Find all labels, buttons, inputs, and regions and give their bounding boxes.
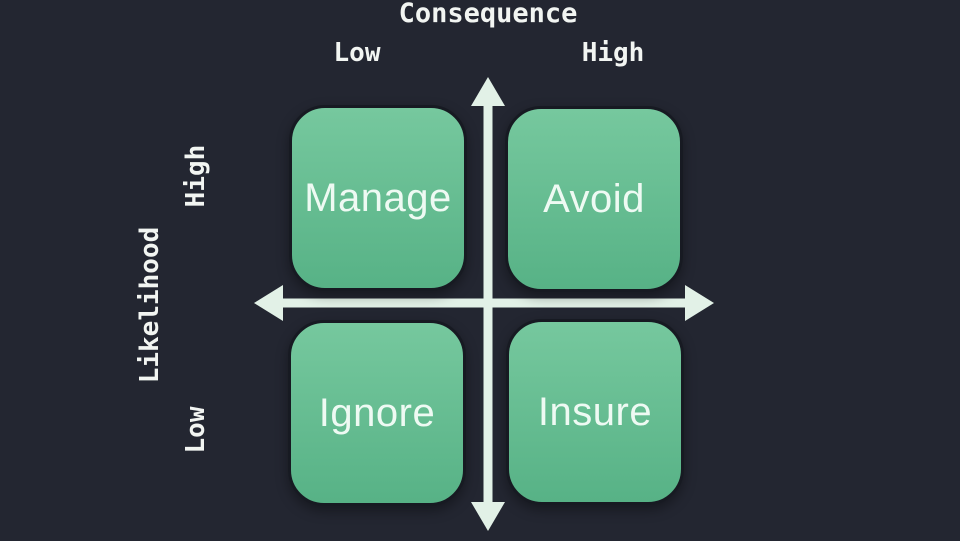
x-axis-high-label: High [581,38,645,68]
quadrant-ignore-label: Ignore [318,391,436,435]
quadrant-avoid-label: Avoid [543,177,645,221]
horizontal-axis-arrow [254,285,714,321]
quadrant-avoid: Avoid [505,106,683,292]
quadrant-insure-label: Insure [537,390,653,434]
quadrant-insure: Insure [506,319,684,505]
x-axis-title: Consequence [398,0,578,29]
quadrant-manage-label: Manage [304,176,452,220]
quadrant-manage: Manage [289,105,467,291]
quadrant-ignore: Ignore [288,320,466,506]
x-axis-low-label: Low [333,38,381,68]
